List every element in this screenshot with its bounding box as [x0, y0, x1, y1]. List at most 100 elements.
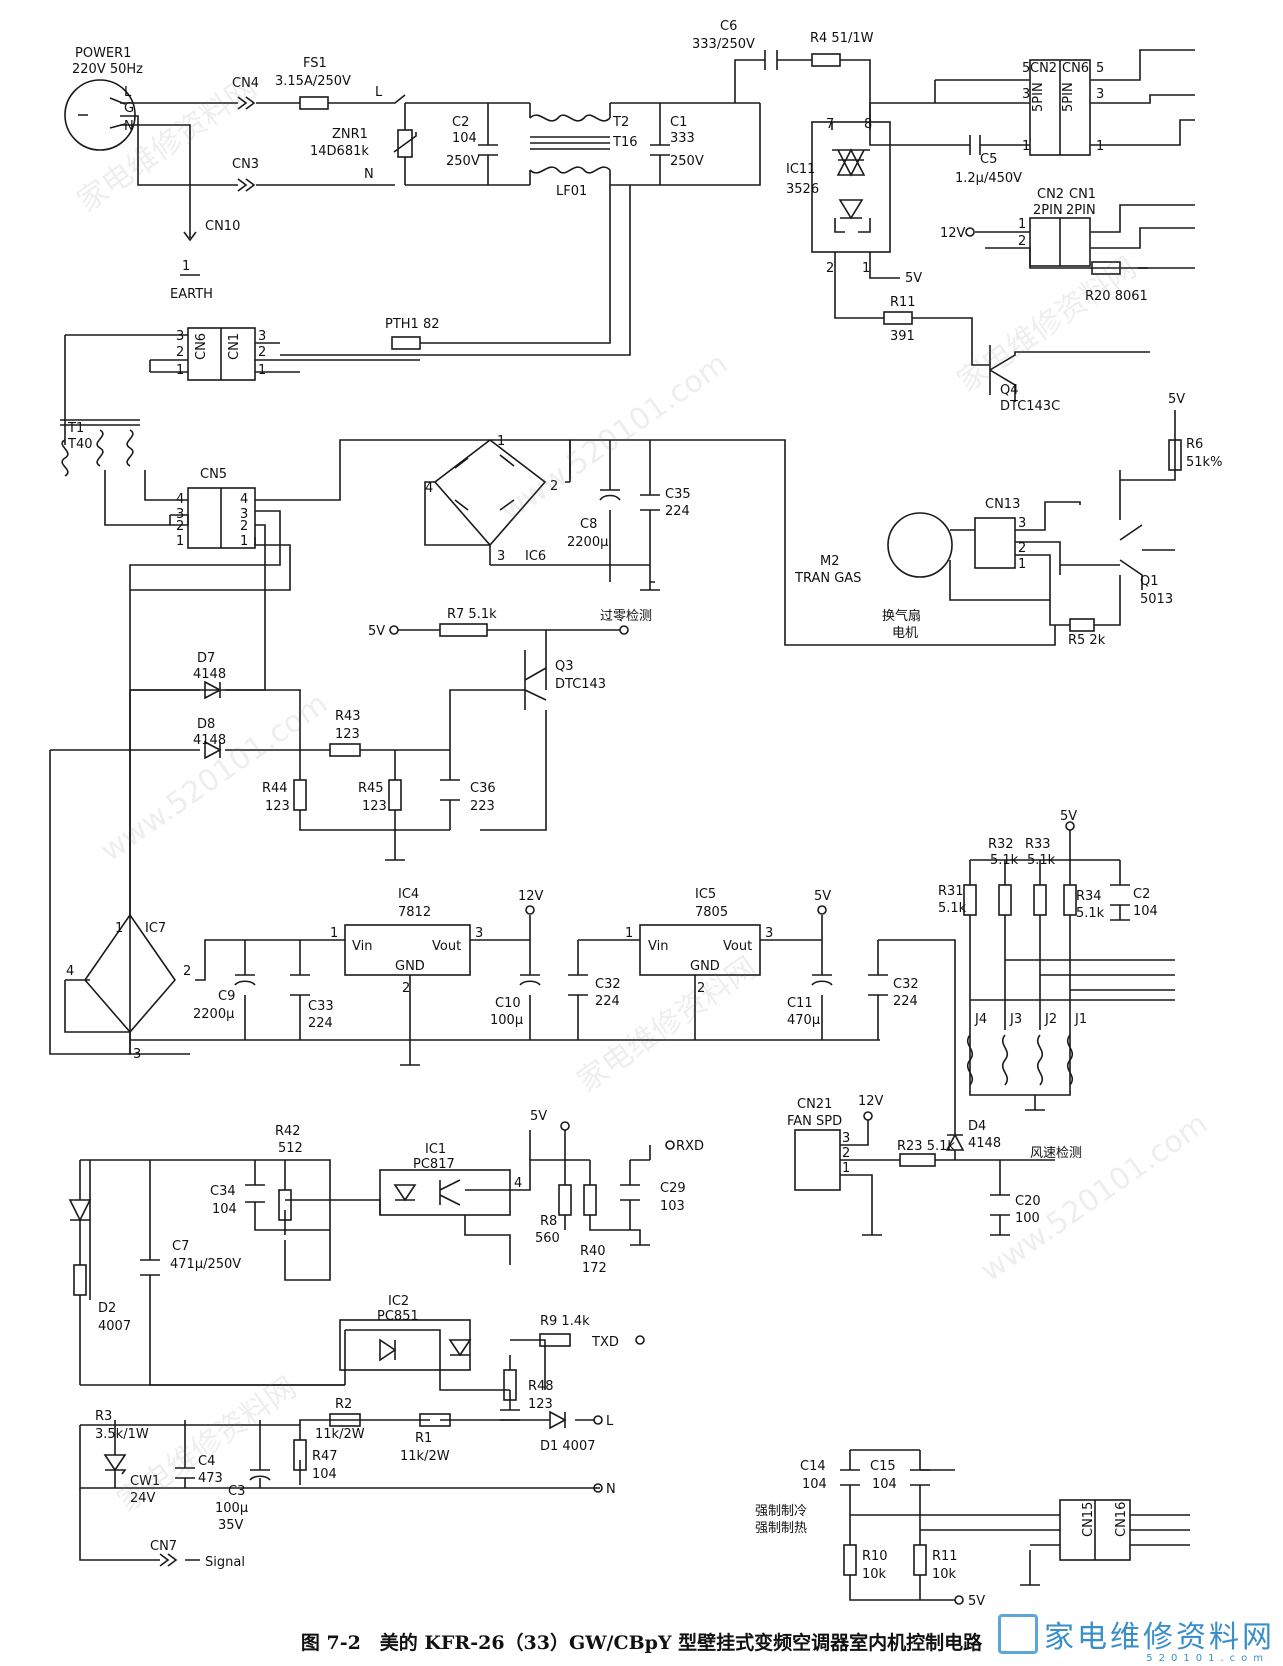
label-r43-val: 123 [335, 727, 360, 742]
label-c7: C7 [172, 1239, 189, 1254]
label-d7-val: 4148 [193, 667, 226, 682]
label-cn21: CN21 [797, 1097, 832, 1112]
label-d7: D7 [197, 651, 215, 666]
label-c36: C36 [470, 781, 496, 796]
label-c20: C20 [1015, 1194, 1041, 1209]
label-c32: C32 [595, 977, 621, 992]
label-cn5-p1-l: 1 [176, 534, 184, 549]
label-d4: D4 [968, 1119, 986, 1134]
label-cn21-p3: 3 [842, 1131, 850, 1146]
label-cn10: CN10 [205, 219, 240, 234]
label-r44: R44 [262, 781, 288, 796]
label-c4-val: 473 [198, 1471, 223, 1486]
label-ic11-val: 3526 [786, 182, 819, 197]
label-cn5-p1-r: 1 [240, 534, 248, 549]
label-c2: C2 [452, 115, 469, 130]
logo-icon [998, 1614, 1038, 1654]
label-r45-val: 123 [362, 799, 387, 814]
label-5v-bank: 5V [1060, 809, 1077, 824]
label-ic4-vin: Vin [352, 939, 372, 954]
label-c11: C11 [787, 996, 813, 1011]
resistor-r6 [1168, 439, 1182, 471]
label-c15-val: 104 [872, 1477, 897, 1492]
label-cn1b: CN1 [1069, 187, 1096, 202]
label-5pin-a: 5PIN [1031, 82, 1046, 112]
label-j1: J1 [1074, 1012, 1087, 1027]
label-r32: R32 [988, 837, 1014, 852]
label-force-cool: 强制制冷 [755, 1504, 807, 1519]
label-cn5-p3-l: 3 [176, 507, 184, 522]
label-znr1-val: 14D681k [310, 144, 369, 159]
label-cw1-val: 24V [130, 1491, 156, 1506]
label-ic5-vout: Vout [723, 939, 752, 954]
optocoupler-ic2 [339, 1319, 471, 1371]
label-c8-val: 2200μ [567, 535, 608, 550]
logo-text: 家电维修资料网 [1044, 1620, 1275, 1655]
resistor-r4 [811, 53, 841, 67]
label-t2: T2 [612, 115, 629, 130]
label-ic6-p2: 2 [550, 479, 558, 494]
fan-motor-m2 [887, 512, 953, 578]
label-c3-v1: 100μ [215, 1501, 248, 1516]
label-r9: R9 1.4k [540, 1314, 590, 1329]
label-pth1: PTH1 82 [385, 317, 440, 332]
label-pin3-left: 3 [1022, 87, 1030, 102]
label-d8: D8 [197, 717, 215, 732]
resistor-r7 [439, 623, 488, 637]
label-ic11-p1: 1 [862, 261, 870, 276]
label-m2: M2 [820, 554, 840, 569]
label-r47-val: 104 [312, 1467, 337, 1482]
label-r2: R2 [335, 1397, 352, 1412]
label-c6-val: 333/250V [692, 37, 755, 52]
label-q4-val: DTC143C [1000, 399, 1060, 414]
label-5v-ic11: 5V [905, 271, 922, 286]
label-ic4-p2: 2 [402, 981, 410, 996]
label-r47: R47 [312, 1449, 338, 1464]
label-ic4: IC4 [398, 887, 419, 902]
label-ic5-gnd: GND [690, 959, 720, 974]
label-r10-val: 10k [862, 1567, 887, 1582]
label-term-n: N [606, 1482, 616, 1497]
label-ic6: IC6 [525, 549, 546, 564]
label-c1-v1: 333 [670, 131, 695, 146]
label-zero-detect: 过零检测 [600, 609, 652, 624]
label-r5: R5 2k [1068, 633, 1106, 648]
label-2pin-b: 2PIN [1066, 203, 1096, 218]
label-r2-val: 11k/2W [315, 1427, 365, 1442]
label-r8: R8 [540, 1214, 557, 1229]
label-r23: R23 5.1k [897, 1139, 955, 1154]
label-c8: C8 [580, 517, 597, 532]
label-r42: R42 [275, 1124, 301, 1139]
label-pin1-right: 1 [1096, 139, 1104, 154]
label-q3: Q3 [555, 659, 574, 674]
label-c2-v2: 250V [446, 154, 480, 169]
label-fs1-val: 3.15A/250V [275, 74, 351, 89]
label-12v-cn2: 12V [940, 226, 966, 241]
label-c32-val: 224 [595, 994, 620, 1009]
label-5v-force: 5V [968, 1594, 985, 1609]
label-cn2b: CN2 [1037, 187, 1064, 202]
label-c29-val: 103 [660, 1199, 685, 1214]
label-c35: C35 [665, 487, 691, 502]
label-ic4-val: 7812 [398, 905, 431, 920]
label-d4-val: 4148 [968, 1136, 1001, 1151]
label-d2-val: 4007 [98, 1319, 131, 1334]
label-cn4: CN4 [232, 76, 259, 91]
label-r1: R1 [415, 1431, 432, 1446]
label-pin3-right: 3 [1096, 87, 1104, 102]
label-ic7-p3: 3 [133, 1047, 141, 1062]
label-5pin-b: 5PIN [1061, 82, 1076, 112]
label-5v-r7: 5V [368, 624, 385, 639]
resistor-r5 [1069, 618, 1095, 632]
label-c9-val: 2200μ [193, 1007, 234, 1022]
label-fan-motor-1: 换气扇 [882, 608, 921, 624]
label-r4: R4 51/1W [810, 31, 874, 46]
label-c36-val: 223 [470, 799, 495, 814]
label-cn21-p2: 2 [842, 1146, 850, 1161]
label-c14: C14 [800, 1459, 826, 1474]
label-r10: R10 [862, 1549, 888, 1564]
label-fan-spd: FAN SPD [787, 1114, 842, 1129]
label-c3-v2: 35V [218, 1518, 244, 1533]
label-power1: POWER1 [75, 46, 131, 61]
label-c5-val: 1.2μ/450V [955, 171, 1022, 186]
